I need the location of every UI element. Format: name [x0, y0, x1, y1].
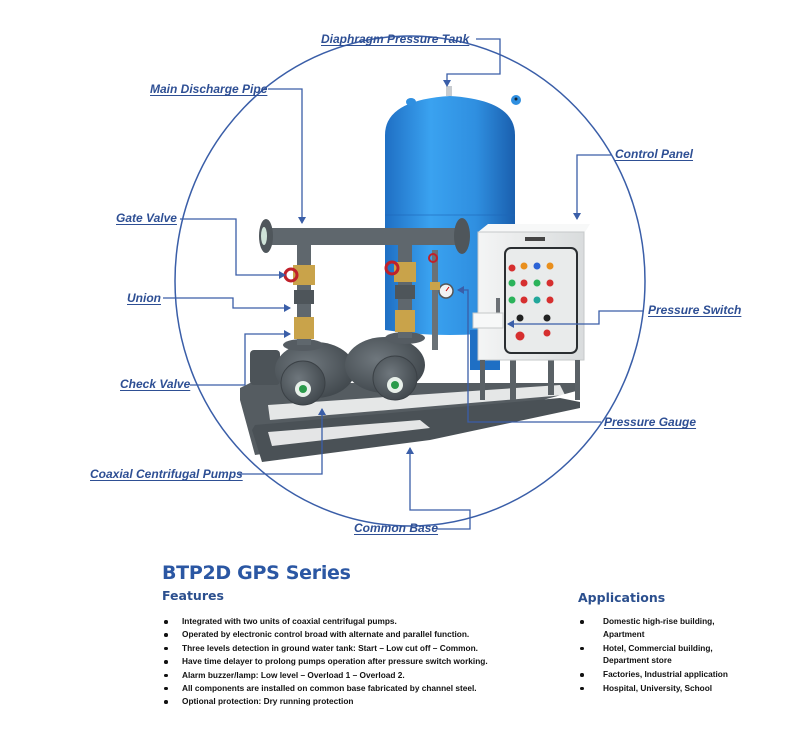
applications-list: Domestic high-rise building, Apartment H… [578, 615, 728, 696]
frame-circle [174, 35, 646, 527]
indicator-lamps [508, 262, 554, 341]
features-heading: Features [162, 588, 224, 603]
vertical-pipes [283, 240, 416, 345]
application-item: Hospital, University, School [578, 682, 728, 695]
label-control-panel: Control Panel [615, 147, 694, 161]
feature-item: Optional protection: Dry running protect… [162, 695, 542, 708]
applications-heading: Applications [578, 590, 666, 605]
leader-lines [163, 38, 644, 530]
feature-item: Three levels detection in ground water t… [162, 642, 542, 655]
application-item: Domestic high-rise building, Apartment [578, 615, 728, 641]
label-pressure-gauge: Pressure Gauge [604, 415, 697, 429]
feature-item: All components are installed on common b… [162, 682, 542, 695]
control-panel [472, 224, 590, 400]
pump-system-illustration [163, 35, 646, 530]
application-item: Hotel, Commercial building, Department s… [578, 642, 728, 668]
product-title: BTP2D GPS Series [162, 562, 351, 584]
feature-item: Alarm buzzer/lamp: Low level – Overload … [162, 669, 542, 682]
application-item: Factories, Industrial application [578, 668, 728, 681]
label-main-discharge-pipe: Main Discharge Pipe [150, 82, 268, 96]
label-union: Union [127, 291, 161, 305]
label-check-valve: Check Valve [120, 377, 191, 391]
label-common-base: Common Base [354, 521, 439, 535]
label-coaxial-centrifugal-pumps: Coaxial Centrifugal Pumps [90, 467, 243, 481]
label-pressure-switch: Pressure Switch [648, 303, 742, 317]
label-gate-valve: Gate Valve [116, 211, 177, 225]
feature-item: Integrated with two units of coaxial cen… [162, 615, 542, 628]
feature-item: Operated by electronic control broad wit… [162, 628, 542, 641]
common-base [240, 360, 580, 462]
features-list: Integrated with two units of coaxial cen… [162, 615, 542, 709]
feature-item: Have time delayer to prolong pumps opera… [162, 655, 542, 668]
label-diaphragm-pressure-tank: Diaphragm Pressure Tank [321, 32, 470, 46]
product-diagram: Diaphragm Pressure Tank Main Discharge P… [90, 32, 742, 535]
pump-left [250, 339, 355, 406]
pressure-gauge [428, 250, 454, 350]
main-discharge-pipe [259, 218, 470, 254]
pump-right [345, 332, 425, 401]
